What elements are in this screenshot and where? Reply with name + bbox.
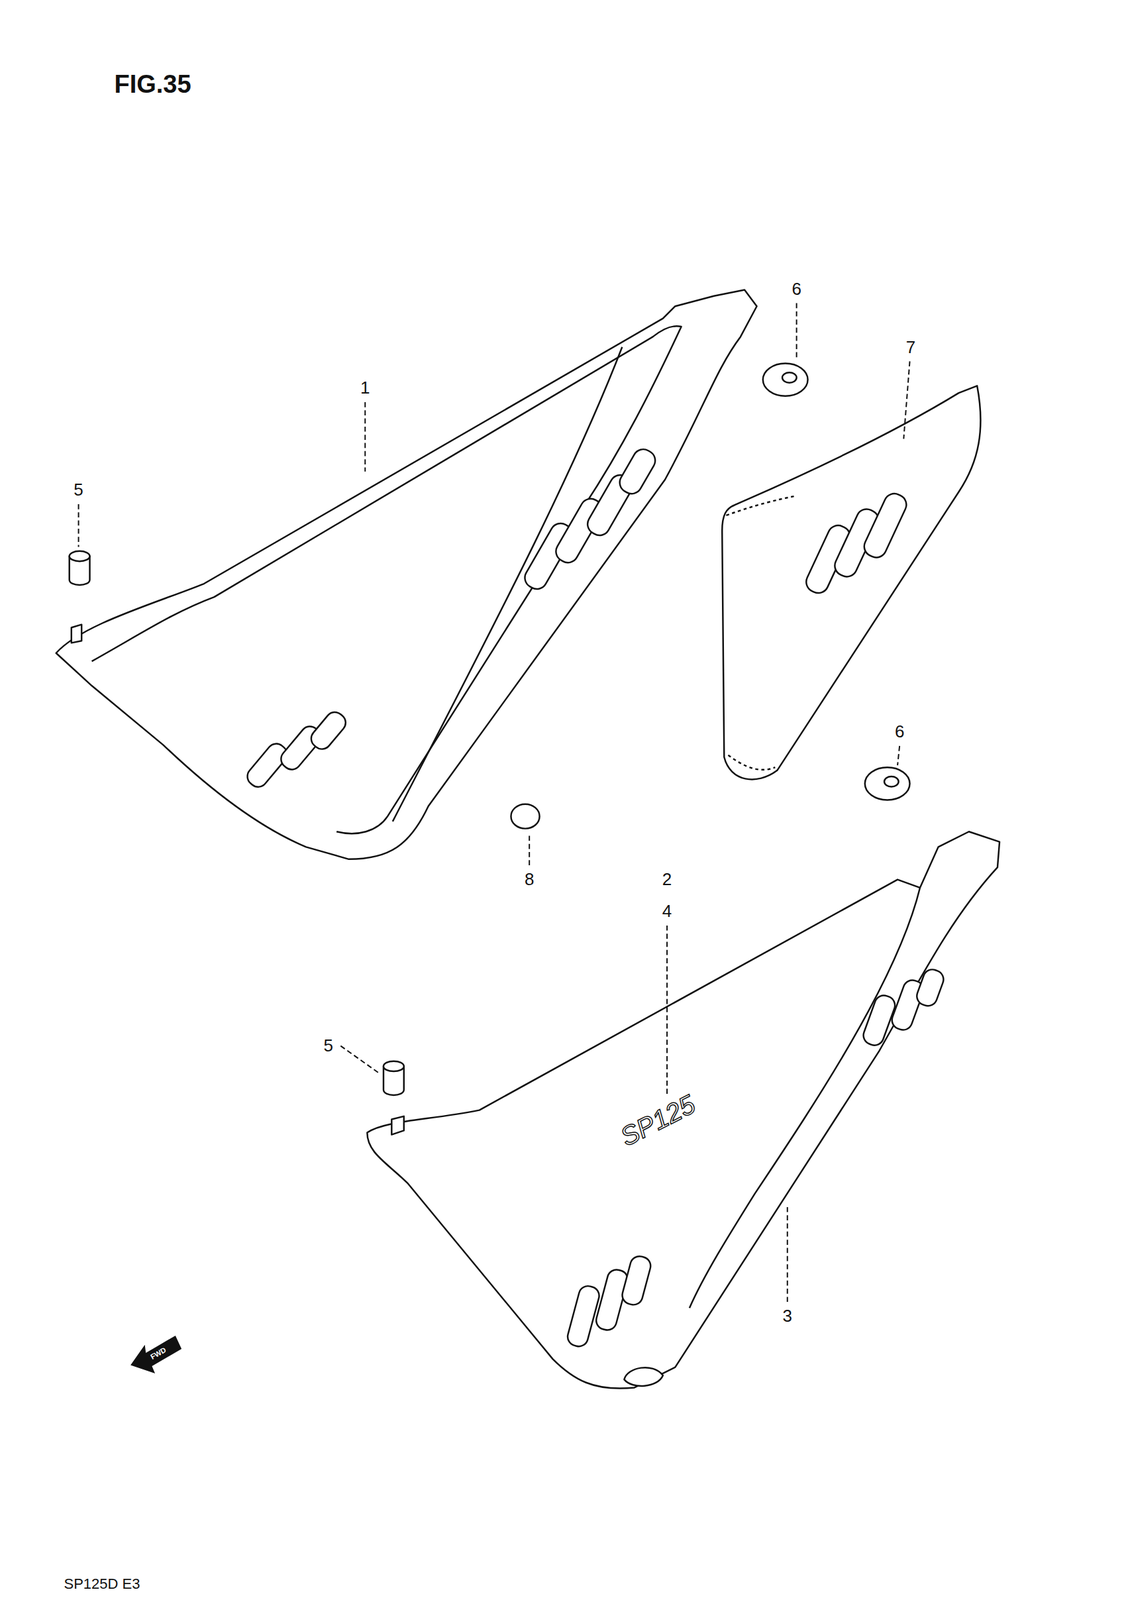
pin — [383, 1061, 405, 1072]
grommet-hole — [884, 776, 899, 787]
leader-line — [364, 402, 366, 472]
grommet — [763, 362, 809, 396]
callout-number: 2 — [662, 870, 672, 888]
cover-slot — [861, 490, 911, 561]
figure-title: FIG.35 — [113, 71, 191, 97]
grommet-hole — [782, 372, 797, 383]
frame-cover-right-foot — [623, 1367, 664, 1386]
callout-number: 5 — [73, 480, 83, 499]
leader-line — [340, 1045, 380, 1074]
side-panel — [721, 385, 981, 779]
callout-number: 7 — [906, 338, 916, 356]
leader-line — [903, 360, 910, 439]
callout-number: 5 — [323, 1036, 334, 1054]
fwd-arrow — [130, 1335, 182, 1374]
callout-number: 1 — [360, 378, 370, 397]
callout-number: 6 — [894, 722, 905, 740]
frame-cover-right-rib — [689, 887, 921, 1308]
leader-line — [78, 504, 80, 548]
cover-slot — [615, 445, 660, 498]
frame-cover-left-pin — [71, 624, 82, 644]
leader-line — [528, 832, 530, 866]
side-panel-edge — [725, 496, 796, 770]
cover-slot — [619, 1253, 653, 1307]
frame-cover-left-rim — [92, 325, 682, 834]
leader-line — [786, 1203, 789, 1302]
frame-cover-right-pin — [391, 1116, 404, 1135]
cover-slot — [307, 708, 350, 753]
frame-cover-left-rib — [392, 347, 622, 822]
leader-line — [897, 745, 900, 766]
leader-line — [796, 303, 798, 360]
leader-line — [666, 925, 668, 1097]
cap — [510, 804, 540, 829]
callout-number: 4 — [662, 902, 672, 920]
pin — [69, 551, 91, 562]
drawing-code: SP125D E3 — [64, 1576, 141, 1591]
grommet — [865, 767, 911, 800]
callout-number: 6 — [791, 280, 801, 298]
frame-cover-left — [56, 290, 758, 860]
callout-number: 8 — [524, 870, 534, 888]
frame-cover-right — [366, 831, 1000, 1388]
cover-slot — [565, 1283, 602, 1348]
cover-slot — [914, 967, 946, 1009]
callout-number: 3 — [782, 1306, 793, 1325]
